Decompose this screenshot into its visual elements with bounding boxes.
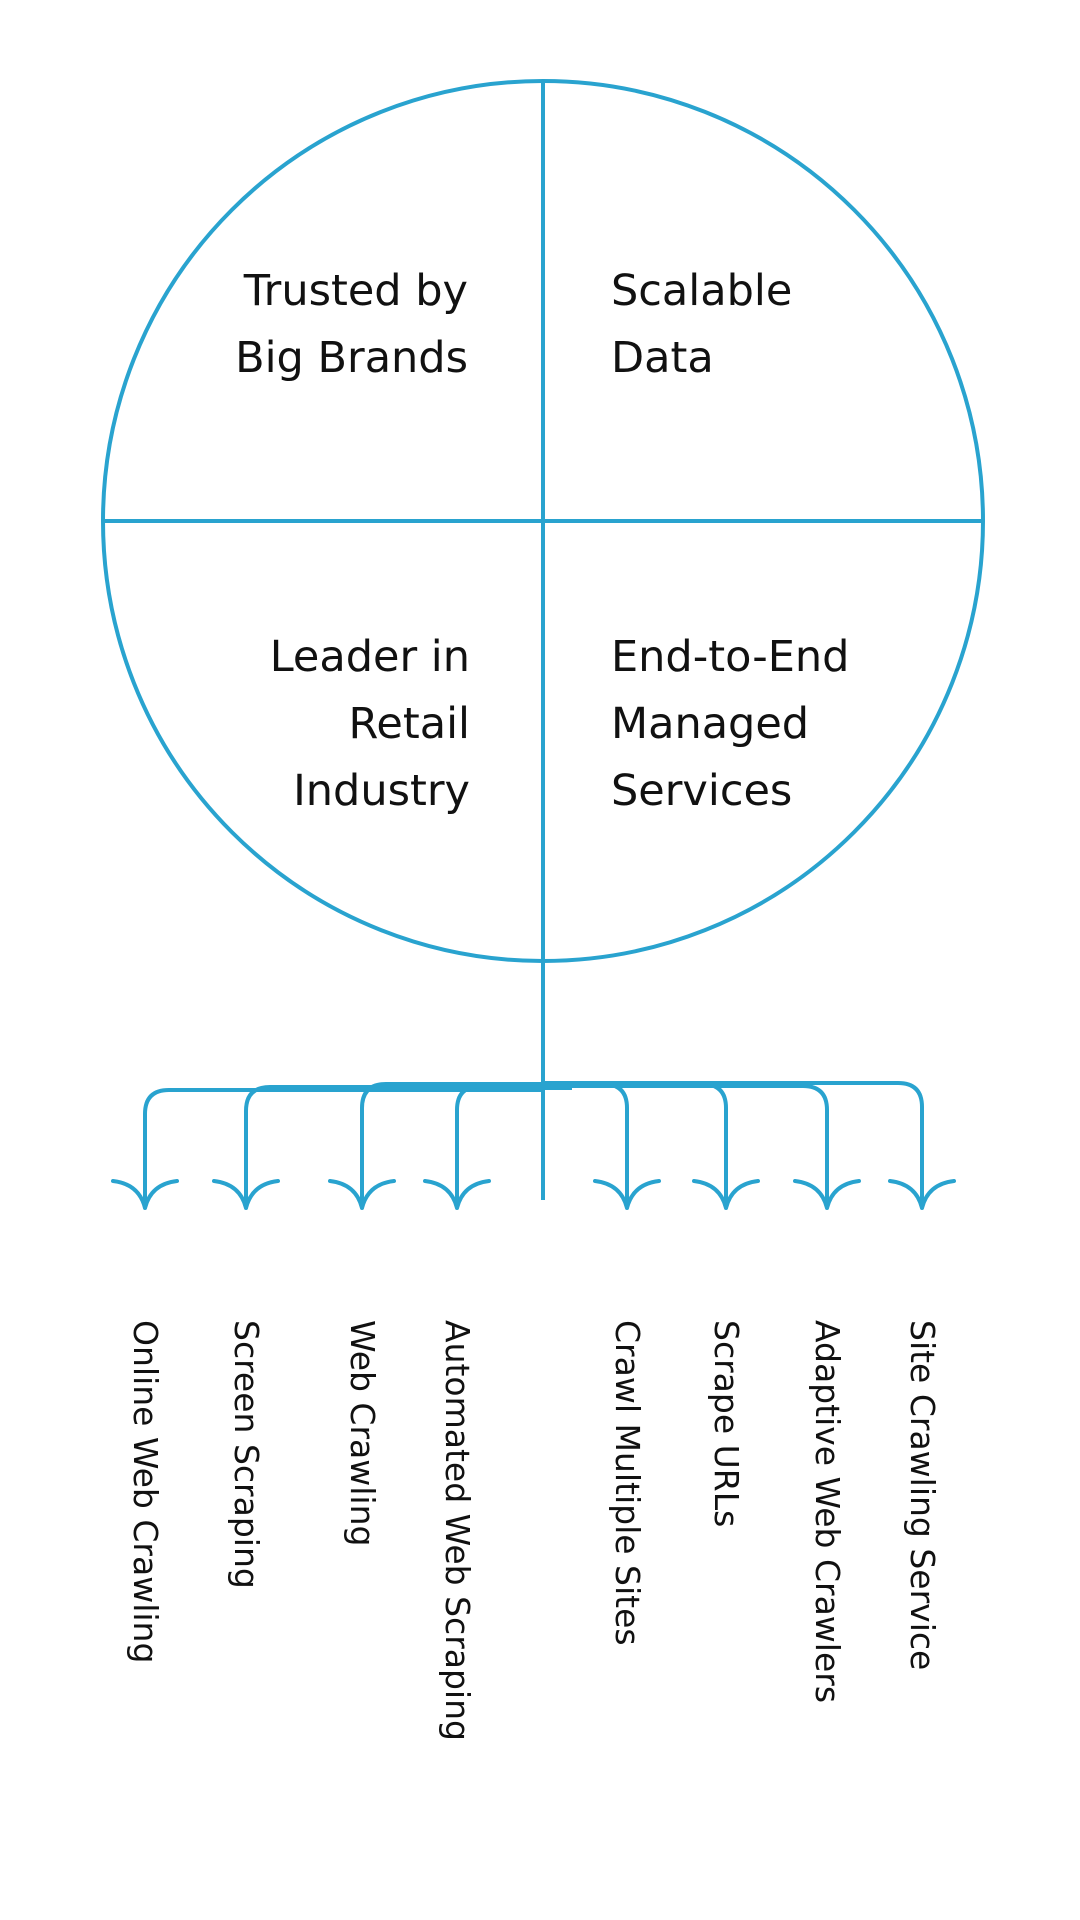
quadrant-bottom-left-line-3: Industry bbox=[293, 766, 470, 816]
branch-label: Site Crawling Service bbox=[903, 1320, 942, 1671]
branch-connector bbox=[143, 1088, 545, 1210]
branch-arrow-icon bbox=[692, 1179, 760, 1209]
branch-arrow-icon bbox=[328, 1179, 396, 1209]
branch-arrow-icon bbox=[593, 1179, 661, 1209]
quadrant-top-left-line-1: Trusted by bbox=[243, 266, 468, 316]
quadrant-bottom-right-line-3: Services bbox=[611, 766, 793, 816]
branch-label: Scrape URLs bbox=[707, 1320, 746, 1528]
branch-arrow-icon bbox=[888, 1179, 956, 1209]
quadrant-bottom-right-line-1: End-to-End bbox=[611, 632, 850, 682]
quadrant-bottom-right: End-to-End Managed Services bbox=[611, 624, 849, 825]
quadrant-top-right-line-1: Scalable bbox=[611, 266, 793, 316]
quadrant-top-right: Scalable Data bbox=[611, 258, 792, 392]
branch-arrow-icon bbox=[212, 1179, 280, 1209]
branch-connector bbox=[541, 1082, 728, 1210]
branch-label: Online Web Crawling bbox=[126, 1320, 165, 1664]
quadrant-bottom-left-line-2: Retail bbox=[348, 699, 470, 749]
branch-connectors bbox=[111, 1081, 956, 1210]
branch-label: Adaptive Web Crawlers bbox=[808, 1320, 847, 1704]
quadrant-bottom-left: Leader in Retail Industry bbox=[180, 624, 470, 825]
quadrant-top-left-line-2: Big Brands bbox=[235, 333, 468, 383]
branch-label: Crawl Multiple Sites bbox=[608, 1320, 647, 1646]
branch-connector bbox=[455, 1084, 545, 1210]
branch-label: Screen Scraping bbox=[227, 1320, 266, 1589]
branch-connector bbox=[360, 1082, 545, 1210]
quadrant-top-right-line-2: Data bbox=[611, 333, 714, 383]
branch-label: Automated Web Scraping bbox=[438, 1320, 477, 1741]
quadrant-bottom-right-line-2: Managed bbox=[611, 699, 810, 749]
branch-label: Web Crawling bbox=[343, 1320, 382, 1547]
branch-connector bbox=[541, 1084, 829, 1210]
branch-arrow-icon bbox=[793, 1179, 861, 1209]
branch-arrow-icon bbox=[423, 1179, 491, 1209]
quadrant-bottom-left-line-1: Leader in bbox=[269, 632, 470, 682]
quadrant-top-left: Trusted by Big Brands bbox=[180, 258, 468, 392]
branch-arrow-icon bbox=[111, 1179, 179, 1209]
branch-connector bbox=[244, 1085, 545, 1210]
branch-connector bbox=[541, 1081, 924, 1210]
